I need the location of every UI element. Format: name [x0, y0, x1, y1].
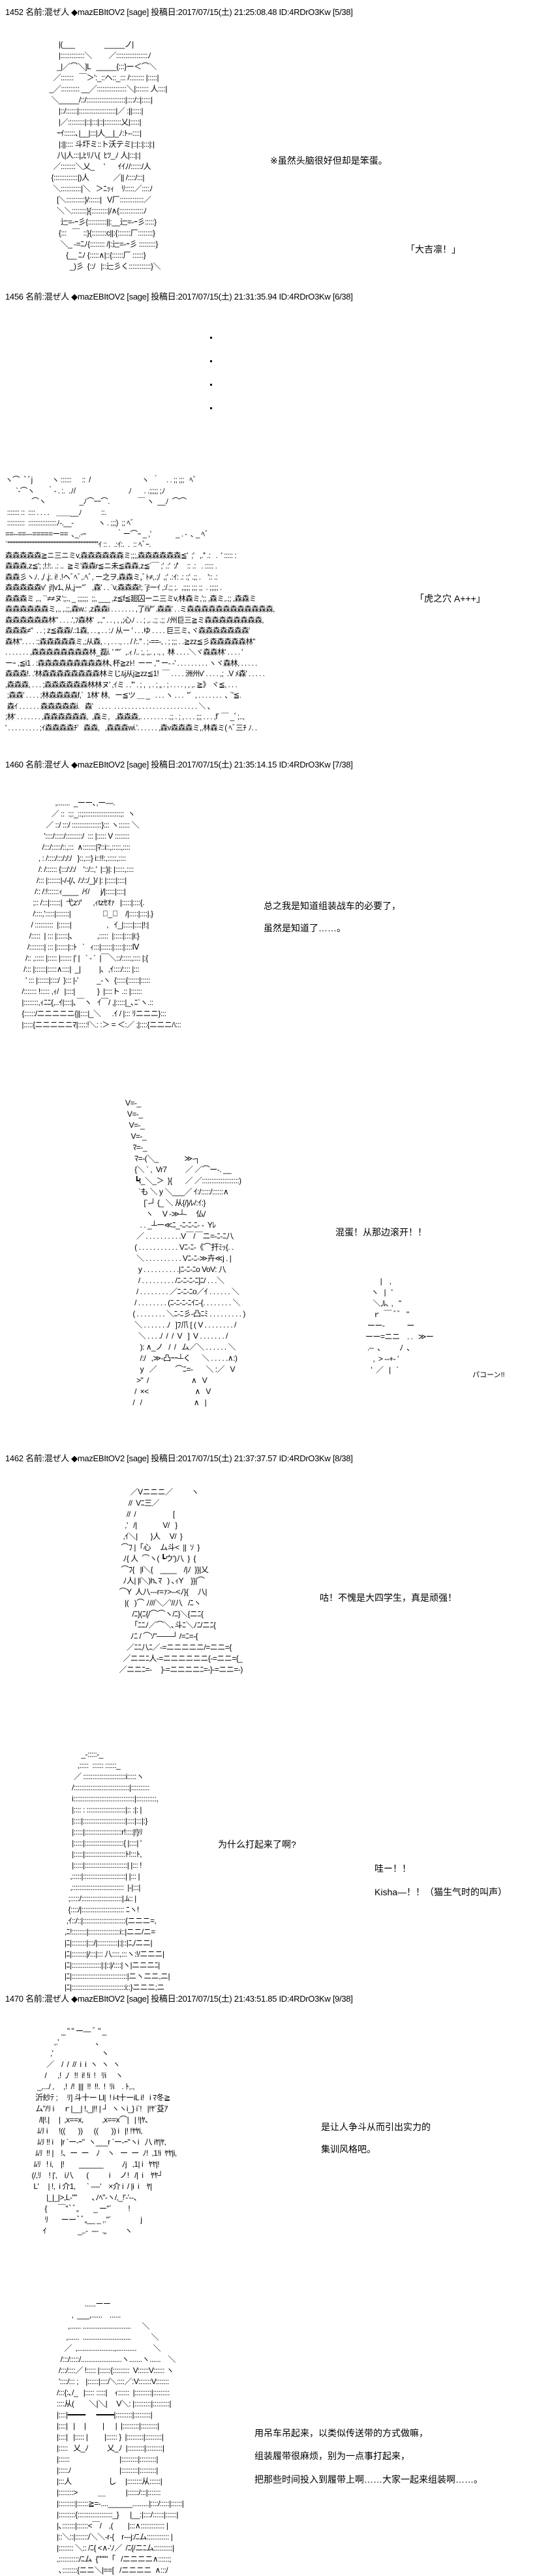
post-header: 1460 名前:混ぜ人 ◆mazEBItOV2 [sage] 投稿日:2017/… — [5, 760, 353, 769]
dialogue-text: 虽然是知道了……。 — [264, 923, 346, 933]
dialogue-text: Kisha―！！（猫生气时的叫声） — [375, 1887, 508, 1897]
sound-effect-text: パコーン!! — [472, 1371, 505, 1379]
ascii-art-crane: ......ーー , ___,...... ...... ,...... ...… — [57, 2299, 184, 2575]
ascii-art-forest: ヽ⌒ `ﾞj ヽ :::::: :: / ヽ ｀ . . ;; ;;; ﾍﾞ `… — [5, 476, 275, 732]
dialogue-text: 混蛋！从那边滚开！！ — [335, 1227, 427, 1237]
narration-text: ※虽然头脑很好但却是笨蛋。 — [270, 155, 388, 166]
ascii-art-rin: |(___ _____ノ| |:::::::::::::＼ ／:::::::::… — [49, 40, 168, 271]
dialogue-text: 集训风格吧。 — [321, 2144, 376, 2154]
dialogue-text: 为什么打起来了啊? — [218, 1839, 296, 1850]
ascii-art-knowing: ,....... _ーー､,ー―. ／ :: :;:_::;::::::::::… — [22, 798, 181, 1029]
dialogue-text: 组装履带很麻烦，别为一点事打起来， — [254, 2451, 410, 2461]
dialogue-text: 「虎之穴 A+++」 — [415, 593, 485, 604]
ascii-art-hooded: _-:::::-_ ,::::: :::::: ::::::_ ／ ::::::… — [64, 1750, 170, 1992]
ascii-art-glasses: _ " " ー― ﾞ " _ ,.' ､ ,' ヽ ／ / / // i i ヽ… — [31, 2026, 177, 2235]
dialogue-text: 用吊车吊起来，以类似传送带的方式做嘛， — [254, 2428, 428, 2438]
ellipsis-dot — [210, 384, 212, 386]
ellipsis-dot — [210, 407, 212, 409]
post-header: 1452 名前:混ぜ人 ◆mazEBItOV2 [sage] 投稿日:2017/… — [5, 7, 353, 17]
ellipsis-dot — [210, 360, 212, 362]
ascii-art-fight: V=-_ V=-_ V=-_ V=-_ ﾏ=-_ ﾏ=-(＼_ ≫-┐ {＼ `… — [125, 1098, 245, 1407]
dialogue-text: 哇ー！！ — [375, 1863, 411, 1874]
ellipsis-dot — [210, 337, 212, 339]
dialogue-text: 是让人争斗从而引出实力的 — [321, 2122, 431, 2132]
post-header: 1462 名前:混ぜ人 ◆mazEBItOV2 [sage] 投稿日:2017/… — [5, 1453, 353, 1463]
ascii-art-tough: ／Vニニニ／ ヽ // Vﾆ三／ // / [ ,' /| V/ } ,ｲ＼| … — [119, 1487, 243, 1674]
dialogue-text: 总之我是知道组装战车的必要了， — [264, 901, 401, 911]
dialogue-text: 「大吉凛！」 — [406, 244, 461, 255]
post-header: 1470 名前:混ぜ人 ◆mazEBItOV2 [sage] 投稿日:2017/… — [5, 1994, 353, 2004]
post-header: 1456 名前:混ぜ人 ◆mazEBItOV2 [sage] 投稿日:2017/… — [5, 292, 353, 302]
ascii-art-impact: | , ヽ | ' ＼,ﾙ､ , " ｒ ￣ ﾞﾞ " ーー- ー ーー=ニニ … — [365, 1277, 434, 1374]
dialogue-text: 把那些时间投入到履带上啊……大家一起来组装啊……。 — [254, 2474, 483, 2485]
dialogue-text: 咕！不愧是大四学生，真是顽强！ — [320, 1592, 457, 1603]
